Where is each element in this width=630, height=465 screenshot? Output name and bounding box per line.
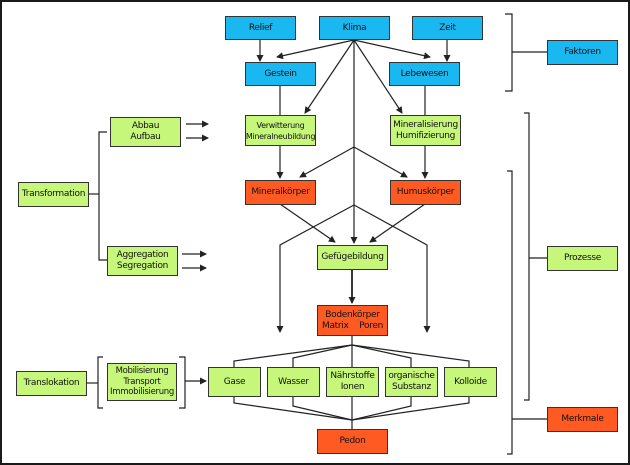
node-label: Gase [223,376,246,387]
line-fork-right [353,204,431,333]
node-label: Nährstoffe [330,371,375,381]
node-label: Segregation [116,261,169,271]
node-label: Poren [359,320,383,331]
node-label: Humifizierung [395,130,456,141]
node-label: Klima [342,22,367,33]
node-humuskoerper: Humuskörper [390,180,461,205]
bracket-transformation [98,131,107,261]
node-label: Mineralkörper [251,187,310,197]
node-label: Aufbau [130,132,161,142]
arrow-klima-mineralkoerper [299,146,355,178]
legend-faktoren: Faktoren [547,40,618,65]
node-gefuegebildung: Gefügebildung [317,245,388,270]
node-label: Mineralisierung [393,119,458,130]
node-label: Transformation [21,189,86,199]
node-label: Relief [248,22,273,33]
node-label: Mobilisierung [115,366,169,377]
arrow-humuskoerper-gefuege [369,203,426,243]
node-label: Verwitterung [256,120,305,130]
line-fork-left [276,204,355,333]
node-kolloide: Kolloide [444,367,497,397]
node-label: Mineralneubildung [245,131,316,141]
arrow-klima-verwitterung [304,39,355,114]
bracket-translokation-right [179,356,186,409]
bracket-merkmale [507,170,513,455]
node-label: Wasser [278,376,309,387]
legend-merkmale: Merkmale [547,407,618,432]
node-label: Ionen [340,382,365,392]
node-label: organische [388,371,435,381]
node-relief: Relief [225,16,296,40]
node-mineralkoerper: Mineralkörper [245,180,316,205]
node-label: Kolloide [454,376,487,387]
node-label: Transport [123,376,161,387]
node-pedon: Pedon [317,429,388,454]
node-label: Gestein [264,68,297,79]
node-lebewesen: Lebewesen [389,62,460,86]
arrow-klima-lebewesen [353,39,431,60]
legend-label: Prozesse [563,253,602,263]
node-label: Humuskörper [396,187,455,197]
node-translokation: Translokation [16,371,87,396]
node-gestein: Gestein [245,62,316,86]
legend-label: Faktoren [564,47,601,57]
node-wasser: Wasser [267,367,320,397]
arrow-klima-gestein [276,39,355,60]
arrow-mineralkoerper-gefuege [279,203,336,243]
node-label: Zeit [439,22,456,33]
arrow-klima-humuskoerper [353,146,408,178]
node-zeit: Zeit [412,16,483,40]
node-bodenkoerper: Bodenkörper Matrix Poren [317,305,388,336]
bracket-faktoren [505,13,513,92]
legend-prozesse: Prozesse [547,246,618,271]
legend-label: Merkmale [561,414,604,424]
node-label: Pedon [339,436,366,446]
node-label: Gefügebildung [321,252,384,262]
node-label: Aggregation [116,250,169,260]
bracket-translokation-left [97,356,103,409]
node-label: Abbau [131,121,160,131]
node-label: Immobilisierung [110,387,174,398]
bracket-prozesse [524,112,530,401]
node-label: Bodenkörper [325,309,380,320]
node-transformation: Transformation [18,182,89,207]
node-klima: Klima [319,16,390,40]
node-label: Matrix [322,320,349,331]
arrow-klima-mineralisierung [353,39,403,114]
node-label: Lebewesen [400,68,449,79]
node-gase: Gase [208,367,261,397]
node-label: Translokation [23,378,80,388]
node-label: Substanz [392,382,431,392]
